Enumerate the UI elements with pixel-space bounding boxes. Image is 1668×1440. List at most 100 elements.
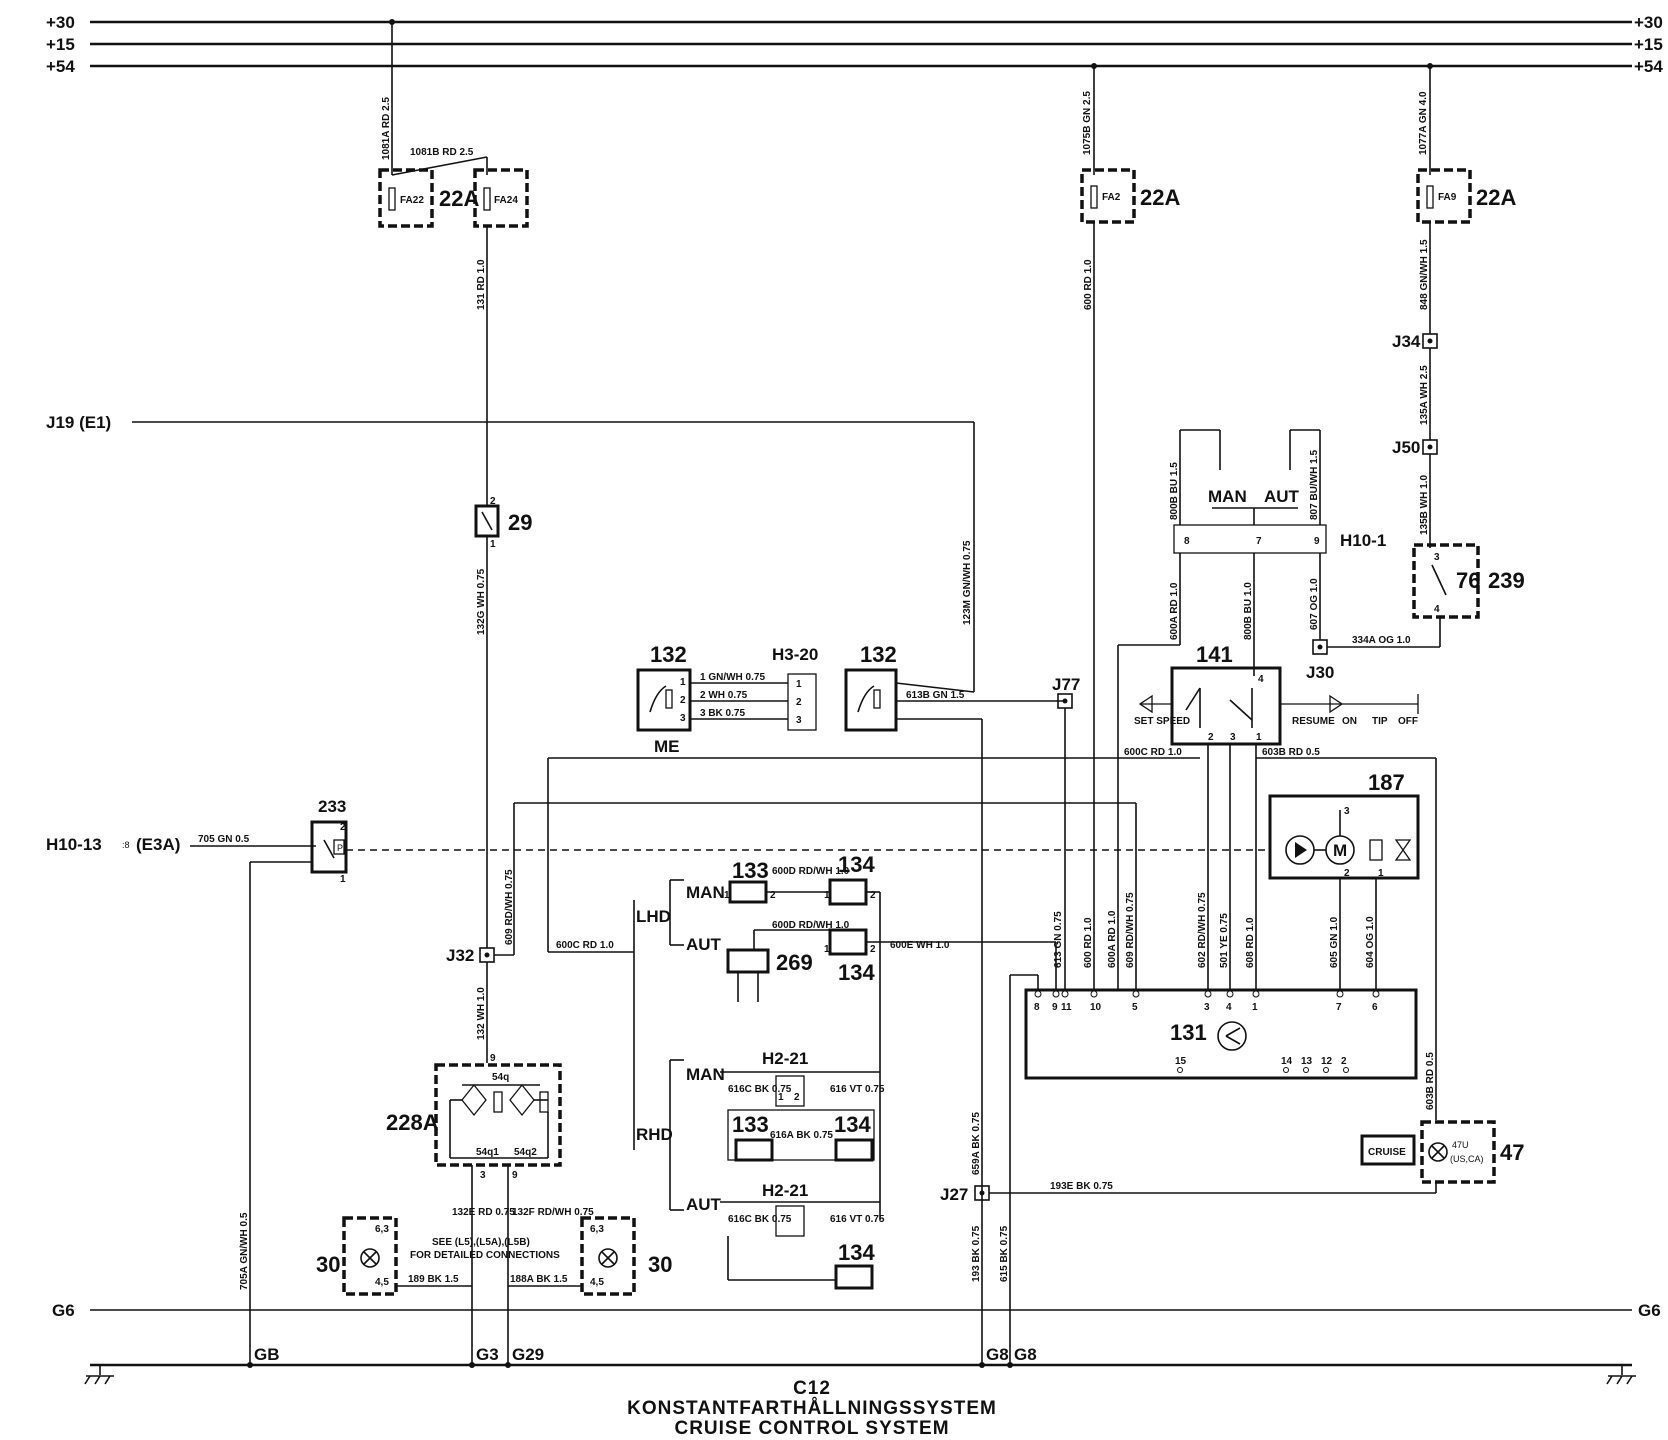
svg-text:J34: J34 [1392,332,1421,351]
svg-text:FA24: FA24 [494,195,518,206]
svg-text:132 WH 1.0: 132 WH 1.0 [476,987,487,1040]
svg-text:(E3A): (E3A) [136,835,180,854]
svg-text:LHD: LHD [636,907,671,926]
svg-text:76: 76 [1456,568,1480,593]
svg-text:609 RD/WH 0.75: 609 RD/WH 0.75 [504,869,515,945]
title-code: C12 [793,1378,831,1399]
ecu-pin [1061,990,1069,998]
svg-text:133: 133 [732,1112,769,1137]
svg-text:ME: ME [654,737,680,756]
svg-text:J27: J27 [940,1185,968,1204]
title-swedish: KONSTANTFARTHÅLLNINGSSYSTEM [627,1398,997,1419]
svg-text:FA2: FA2 [1102,192,1121,203]
svg-text:H10-1: H10-1 [1340,531,1386,550]
ground-g8-a: G8 [986,1345,1009,1364]
svg-text:47U: 47U [1452,1140,1469,1150]
svg-text:AUT: AUT [686,935,722,954]
ecu-pin-label: 8 [1034,1002,1040,1013]
svg-text:613B GN 1.5: 613B GN 1.5 [906,690,965,701]
svg-text:1: 1 [724,890,730,901]
svg-text:616C BK 0.75: 616C BK 0.75 [728,1084,792,1095]
svg-text:608 RD 1.0: 608 RD 1.0 [1245,917,1256,968]
ecu-pin [1177,1067,1183,1073]
svg-text:600C RD 1.0: 600C RD 1.0 [556,940,614,951]
svg-text:705A GN/WH 0.5: 705A GN/WH 0.5 [239,1212,250,1290]
sensor-132-me: 132 1 2 3 ME 1 GN/WH 0.75 2 WH 0.75 3 BK… [636,642,788,756]
svg-text:600C RD 1.0: 600C RD 1.0 [1124,747,1182,758]
svg-text:2: 2 [340,822,346,833]
svg-text:1: 1 [796,679,802,690]
svg-text:600 RD 1.0: 600 RD 1.0 [1083,917,1094,968]
actuator-187: 187 M 3 2 1 [1268,770,1420,990]
lamp-note: SEE (L5),(L5A),(L5B) FOR DETAILED CONNEC… [410,1237,560,1261]
svg-text:123M GN/WH 0.75: 123M GN/WH 0.75 [962,540,973,625]
svg-text:2: 2 [770,890,776,901]
svg-text:1: 1 [1378,868,1384,879]
svg-text:132: 132 [860,642,897,667]
ecu-pin [1323,1067,1329,1073]
svg-text:132: 132 [650,642,687,667]
svg-text:AUT: AUT [1264,487,1300,506]
loop-600c: 600C RD 1.0 600C RD 1.0 603B RD 0.5 603B… [547,747,1437,1120]
ecu-pin-label: 12 [1321,1056,1333,1067]
svg-text:187: 187 [1368,770,1405,795]
svg-text:3: 3 [796,715,802,726]
svg-text:6,3: 6,3 [590,1224,604,1235]
ecu-pin-label: 5 [1132,1002,1138,1013]
svg-text:2: 2 [870,944,876,955]
svg-text:SEE (L5),(L5A),(L5B): SEE (L5),(L5A),(L5B) [432,1237,530,1248]
svg-text:54q2: 54q2 [514,1147,537,1158]
switch-29: 2 1 29 132G WH 0.75 [474,496,532,948]
svg-text:1 GN/WH 0.75: 1 GN/WH 0.75 [700,672,765,683]
svg-text:FA22: FA22 [400,195,424,206]
svg-text:AUT: AUT [686,1195,722,1214]
svg-text:8: 8 [1184,536,1190,547]
svg-text:1081B RD 2.5: 1081B RD 2.5 [410,147,474,158]
ground-symbol-right-icon [1606,1365,1636,1385]
svg-text:3: 3 [480,1170,486,1181]
feed-600: 600 RD 1.0 [1083,222,1095,990]
switch-76-239: 3 4 76 239 [1412,543,1525,647]
connector-h3-20: H3-20 1 2 3 [772,645,818,731]
svg-text:2: 2 [1208,732,1214,743]
ground-rails: G6 G6 GB G3 G29 G8 G8 [52,1301,1661,1385]
svg-text:131: 131 [1170,1020,1207,1045]
connector-j50: J50 135B WH 1.0 [1392,438,1438,548]
svg-text:188A BK 1.5: 188A BK 1.5 [510,1274,568,1285]
svg-text:3: 3 [1230,732,1236,743]
svg-text:3: 3 [1434,552,1440,563]
svg-text:603B RD 0.5: 603B RD 0.5 [1425,1052,1436,1110]
svg-text:MAN: MAN [686,883,725,902]
ecu-pin [1226,990,1234,998]
svg-text:501 YE 0.75: 501 YE 0.75 [1219,913,1230,968]
cruise-indicator-label [1360,1134,1416,1166]
svg-text:1: 1 [680,677,686,688]
ecu-pin [1252,990,1260,998]
power-rails: +30 +15 +54 +30 +15 +54 [46,13,1663,76]
feed-848: 848 GN/WH 1.5 [1419,222,1431,334]
svg-text:239: 239 [1488,568,1525,593]
svg-text:600D RD/WH 1.0: 600D RD/WH 1.0 [772,866,850,877]
svg-text:800B BU 1.5: 800B BU 1.5 [1169,462,1180,520]
svg-text:600A RD 1.0: 600A RD 1.0 [1169,582,1180,640]
rail-plus54-right: +54 [1634,57,1663,76]
svg-text:3: 3 [1344,806,1350,817]
lamp-30-right: 30 6,3 4,5 188A BK 1.5 [508,1216,672,1296]
svg-text:FA9: FA9 [1438,192,1457,203]
svg-text:J77: J77 [1052,675,1080,694]
ecu-pin [1132,990,1140,998]
svg-text:2: 2 [794,1092,800,1103]
ecu-pin-label: 13 [1301,1056,1313,1067]
svg-text:604 OG 1.0: 604 OG 1.0 [1365,916,1376,968]
svg-text::8: :8 [122,840,130,850]
svg-text:J50: J50 [1392,438,1420,457]
rail-plus15-right: +15 [1634,35,1663,54]
svg-text:131 RD 1.0: 131 RD 1.0 [476,259,487,310]
ecu-pin [1204,990,1212,998]
svg-text:4: 4 [1258,674,1264,685]
svg-text:705 GN 0.5: 705 GN 0.5 [198,834,250,845]
svg-text:2: 2 [870,890,876,901]
svg-text:134: 134 [838,960,875,985]
